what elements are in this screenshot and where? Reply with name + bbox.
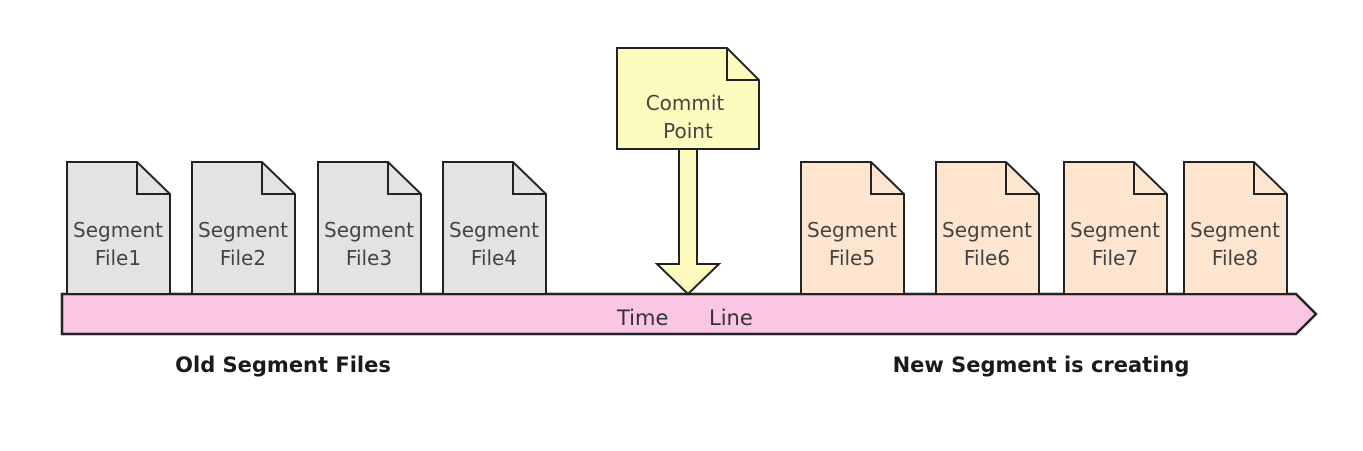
document-fold	[512, 162, 546, 195]
timeline-arrow	[60, 292, 1318, 336]
timeline-label-line: Line	[709, 306, 753, 330]
commit-point-fold	[726, 48, 759, 81]
new-files-caption: New Segment is creating	[893, 353, 1190, 377]
segment-file-label-line2: File6	[964, 246, 1010, 270]
commit-point-note	[616, 47, 760, 150]
segment-file-6: Segment File6	[935, 161, 1040, 295]
timeline: Time Line	[60, 292, 1318, 336]
document-fold	[870, 162, 904, 195]
segment-file-label-line1: Segment	[198, 218, 288, 242]
segment-file-label-line1: Segment	[449, 218, 539, 242]
segment-file-label-line1: Segment	[1070, 218, 1160, 242]
old-files-caption: Old Segment Files	[175, 353, 391, 377]
segment-file-2: Segment File2	[191, 161, 296, 295]
segment-file-3: Segment File3	[317, 161, 422, 295]
segment-file-1: Segment File1	[66, 161, 171, 295]
segment-file-label-line2: File4	[471, 246, 517, 270]
new-files-group: Segment File5 Segment File6 Segment File…	[800, 161, 1288, 295]
segment-file-label-line1: Segment	[324, 218, 414, 242]
document-fold	[1253, 162, 1287, 195]
document-fold	[136, 162, 170, 195]
segment-file-label-line1: Segment	[73, 218, 163, 242]
segment-file-label-line1: Segment	[942, 218, 1032, 242]
timeline-label-time: Time	[616, 306, 668, 330]
document-fold	[1133, 162, 1167, 195]
segment-file-label-line2: File2	[220, 246, 266, 270]
commit-point-label-line2: Point	[663, 119, 713, 143]
commit-arrow	[654, 139, 722, 296]
segment-file-7: Segment File7	[1063, 161, 1168, 295]
document-fold	[387, 162, 421, 195]
segment-file-label-line2: File5	[829, 246, 875, 270]
segment-file-label-line1: Segment	[807, 218, 897, 242]
segment-file-label-line2: File7	[1092, 246, 1138, 270]
segment-file-8: Segment File8	[1183, 161, 1288, 295]
segment-file-4: Segment File4	[442, 161, 547, 295]
segment-file-label-line2: File3	[346, 246, 392, 270]
commit-point: Commit Point	[616, 47, 760, 150]
document-fold	[261, 162, 295, 195]
document-fold	[1005, 162, 1039, 195]
segment-file-label-line2: File8	[1212, 246, 1258, 270]
old-files-group: Segment File1 Segment File2 Segment File…	[66, 161, 547, 295]
segment-file-label-line1: Segment	[1190, 218, 1280, 242]
segment-file-label-line2: File1	[95, 246, 141, 270]
commit-point-label-line1: Commit	[646, 91, 725, 115]
segment-file-5: Segment File5	[800, 161, 905, 295]
